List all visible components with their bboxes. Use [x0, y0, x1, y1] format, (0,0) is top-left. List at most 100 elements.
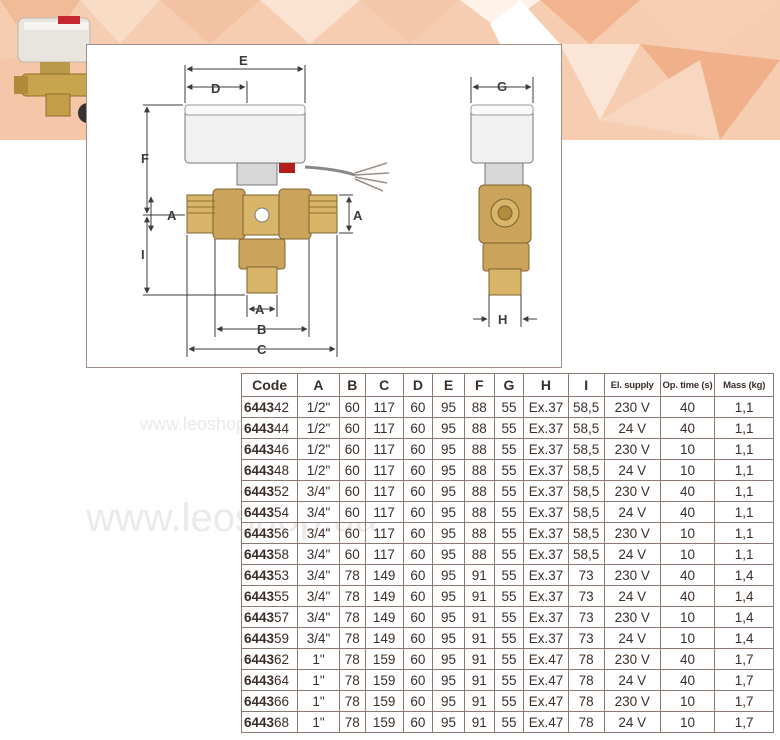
- table-cell: 55: [493, 543, 525, 565]
- table-cell: 58,5: [567, 396, 605, 418]
- table-cell: 78: [338, 669, 366, 691]
- table-cell: 159: [364, 648, 404, 670]
- table-cell: Ex.47: [523, 690, 569, 712]
- table-cell: 1/2": [297, 438, 340, 460]
- product-code-cell: 644366: [240, 690, 299, 712]
- side-view-valve: [470, 104, 534, 296]
- column-header: I: [567, 373, 605, 397]
- table-cell: 78: [338, 711, 366, 733]
- product-code-prefix: 6443: [244, 609, 275, 625]
- table-cell: 230 V: [603, 606, 661, 628]
- table-cell: 60: [402, 438, 434, 460]
- column-header: D: [402, 373, 434, 397]
- watermark-text: www.leoshop.ua: [140, 414, 272, 434]
- table-cell: 1/2": [297, 459, 340, 481]
- table-cell: 1,7: [714, 711, 774, 733]
- product-code-prefix: 6443: [244, 483, 275, 499]
- dim-label-e: E: [239, 53, 248, 68]
- table-cell: 78: [567, 711, 605, 733]
- dim-label-a-right: A: [353, 208, 363, 223]
- product-code-prefix: 6443: [244, 651, 275, 667]
- table-cell: 88: [463, 459, 495, 481]
- table-cell: 3/4": [297, 543, 340, 565]
- table-cell: 10: [659, 543, 716, 565]
- table-cell: 60: [338, 543, 366, 565]
- table-cell: 95: [432, 501, 465, 523]
- table-cell: 73: [567, 627, 605, 649]
- product-code-suffix: 44: [274, 420, 290, 436]
- product-code-suffix: 62: [274, 651, 290, 667]
- table-cell: 1": [297, 711, 340, 733]
- table-cell: 55: [493, 417, 525, 439]
- column-header: A: [297, 373, 340, 397]
- product-code-suffix: 56: [274, 525, 290, 541]
- table-cell: 117: [364, 501, 404, 523]
- table-cell: 40: [659, 564, 716, 586]
- column-header: Mass (kg): [714, 373, 774, 397]
- product-code-cell: 644353: [240, 564, 299, 586]
- table-cell: 1/2": [297, 417, 340, 439]
- table-cell: 3/4": [297, 480, 340, 502]
- column-header: C: [364, 373, 404, 397]
- table-cell: 230 V: [603, 690, 661, 712]
- table-cell: 55: [493, 690, 525, 712]
- table-cell: 230 V: [603, 396, 661, 418]
- dim-label-a-left: A: [167, 208, 177, 223]
- table-cell: 1,1: [714, 396, 774, 418]
- table-cell: 88: [463, 522, 495, 544]
- product-code-suffix: 66: [274, 693, 290, 709]
- table-cell: 78: [567, 690, 605, 712]
- table-cell: 91: [463, 606, 495, 628]
- table-cell: 1,7: [714, 690, 774, 712]
- table-cell: 88: [463, 543, 495, 565]
- product-code-suffix: 68: [274, 714, 290, 730]
- table-cell: 91: [463, 690, 495, 712]
- table-cell: 117: [364, 396, 404, 418]
- column-header: Code: [240, 373, 299, 397]
- table-cell: 55: [493, 459, 525, 481]
- product-code-cell: 644348: [240, 459, 299, 481]
- table-cell: 58,5: [567, 438, 605, 460]
- product-code-prefix: 6443: [244, 630, 275, 646]
- table-cell: 60: [338, 438, 366, 460]
- table-cell: 58,5: [567, 543, 605, 565]
- table-cell: 1,4: [714, 564, 774, 586]
- table-cell: 24 V: [603, 711, 661, 733]
- table-cell: 91: [463, 564, 495, 586]
- table-cell: 1,4: [714, 627, 774, 649]
- table-cell: Ex.37: [523, 396, 569, 418]
- table-cell: 1,1: [714, 522, 774, 544]
- dim-label-b: B: [257, 322, 266, 337]
- table-cell: 55: [493, 438, 525, 460]
- dim-label-f: F: [141, 151, 149, 166]
- table-cell: Ex.37: [523, 543, 569, 565]
- product-code-prefix: 6443: [244, 546, 275, 562]
- product-code-prefix: 6443: [244, 462, 275, 478]
- table-cell: 40: [659, 501, 716, 523]
- product-code-prefix: 6443: [244, 504, 275, 520]
- product-code-cell: 644346: [240, 438, 299, 460]
- table-cell: 60: [338, 501, 366, 523]
- product-code-suffix: 42: [274, 399, 290, 415]
- table-cell: 40: [659, 585, 716, 607]
- table-cell: 58,5: [567, 480, 605, 502]
- table-cell: 149: [364, 627, 404, 649]
- table-cell: 60: [402, 459, 434, 481]
- table-cell: 1": [297, 648, 340, 670]
- table-cell: 1,1: [714, 417, 774, 439]
- table-cell: 95: [432, 606, 465, 628]
- table-cell: 95: [432, 648, 465, 670]
- table-cell: 78: [338, 627, 366, 649]
- table-cell: 73: [567, 564, 605, 586]
- dim-label-h: H: [498, 312, 507, 327]
- table-cell: Ex.47: [523, 669, 569, 691]
- product-code-suffix: 55: [274, 588, 290, 604]
- table-cell: 60: [402, 417, 434, 439]
- column-header: E: [432, 373, 465, 397]
- table-cell: 55: [493, 648, 525, 670]
